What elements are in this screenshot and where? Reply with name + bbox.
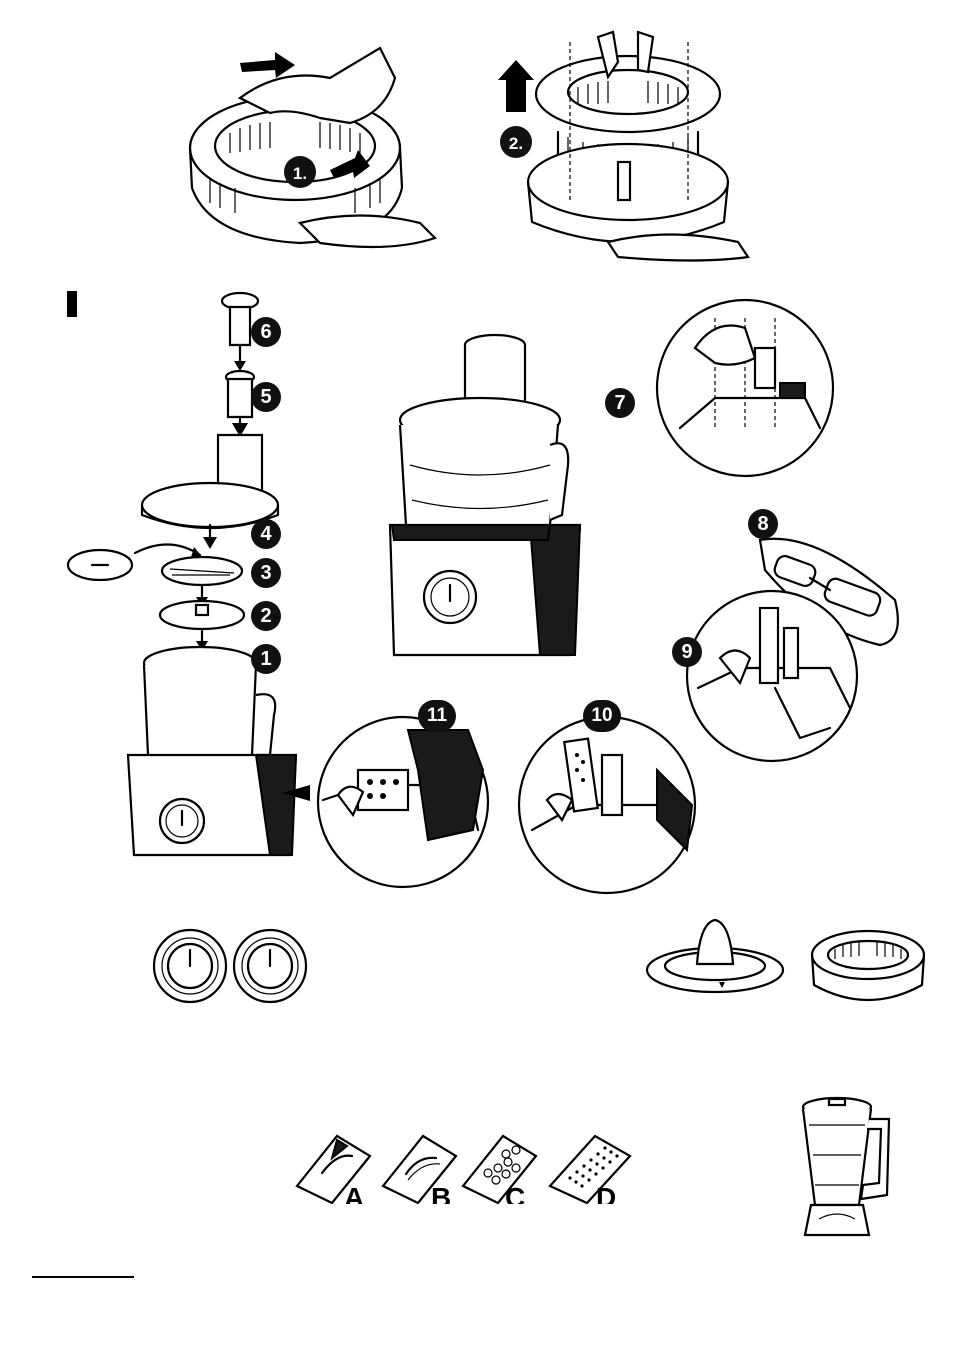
- step-badge-7: 7: [605, 388, 635, 418]
- assembled-food-processor: [370, 325, 600, 665]
- step-badge-4: 4: [251, 519, 281, 549]
- disc-D-illustration: [545, 1128, 635, 1208]
- juicer-removal-illustration-2: 2.: [498, 32, 758, 264]
- step-badge-6: 6: [251, 317, 281, 347]
- step-2-label: 2.: [509, 134, 523, 153]
- step-badge-10: 10: [583, 700, 621, 732]
- juicer-sieve: [810, 925, 928, 1007]
- detail-circle-9: [680, 588, 860, 763]
- detail-circle-10: [517, 710, 697, 895]
- detail-circle-7: [655, 288, 835, 488]
- blender-jar: [795, 1095, 895, 1245]
- footer-rule: [32, 1276, 134, 1278]
- citrus-juicer-cone: [645, 918, 785, 1000]
- juicer-removal-illustration-1: 1.: [180, 38, 440, 263]
- speed-dial-2: [232, 928, 308, 1004]
- disc-C-illustration: [458, 1128, 538, 1208]
- step-badge-1: 1: [251, 644, 281, 674]
- detail-circle-11: [308, 710, 493, 890]
- step-badge-9: 9: [672, 637, 702, 667]
- speed-dial-1: [152, 928, 228, 1004]
- step-badge-2: 2: [251, 601, 281, 631]
- step-badge-8: 8: [748, 509, 778, 539]
- step-1-label: 1.: [293, 164, 307, 183]
- assembly-exploded-view: [60, 285, 320, 865]
- step-badge-5: 5: [251, 382, 281, 412]
- disc-label-crop: [290, 1204, 650, 1224]
- step-badge-3: 3: [251, 558, 281, 588]
- step-badge-11: 11: [418, 700, 456, 732]
- pointer-arrow: [282, 783, 312, 803]
